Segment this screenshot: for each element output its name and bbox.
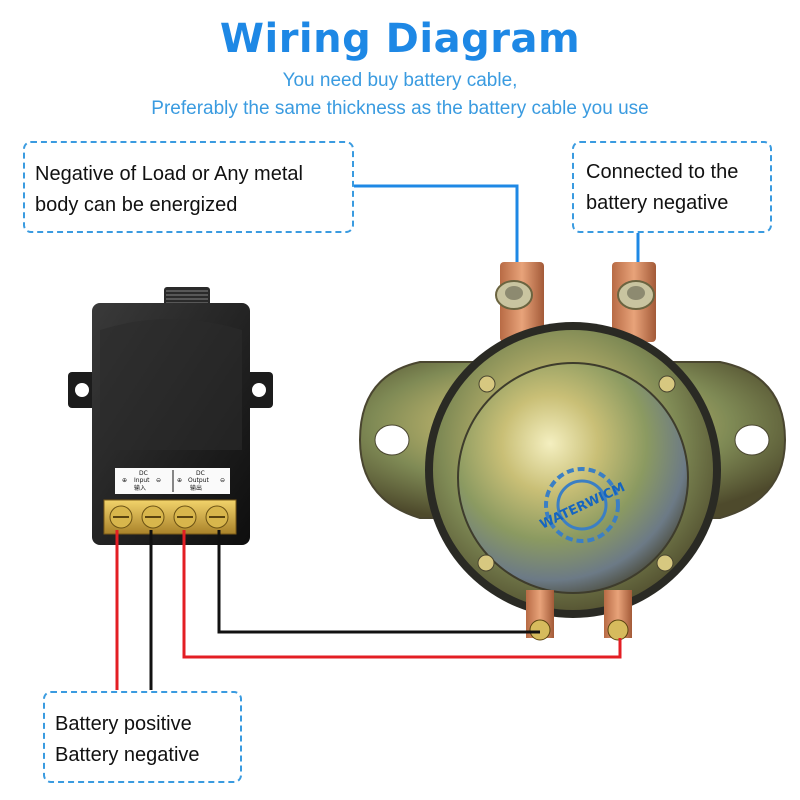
diagram-title: Wiring Diagram — [219, 16, 581, 62]
callout-load-negative-line1: Negative of Load or Any metal — [35, 163, 303, 185]
subtitle-line-2: Preferably the same thickness as the bat… — [151, 98, 649, 119]
label-dc-output: DC — [196, 470, 205, 477]
terminal-screws — [109, 505, 229, 529]
callout-battery-negative-line2: battery negative — [586, 192, 729, 214]
callout-load-negative: Negative of Load or Any metal body can b… — [23, 141, 354, 233]
label-output-cn: 输出 — [190, 484, 202, 492]
housing-screws — [477, 375, 676, 572]
callout-battery-negative-line1: Connected to the — [586, 161, 739, 183]
callout-load-negative-line2: body can be energized — [35, 194, 238, 216]
leader-line-load-negative — [354, 184, 519, 278]
callout-battery-negative: Battery negative — [55, 744, 200, 766]
battery-solenoid: WATERWICM — [358, 262, 787, 641]
bottom-terminal-left — [526, 590, 554, 641]
label-minus-1: ⊖ — [156, 477, 161, 484]
label-minus-2: ⊖ — [220, 477, 225, 484]
callout-battery-leads: Battery positive Battery negative — [43, 691, 242, 783]
callout-battery-negative-terminal: Connected to the battery negative — [572, 141, 772, 233]
wire-output-positive — [182, 530, 622, 659]
label-plus-1: ⊕ — [122, 477, 127, 484]
flange-hole-right — [734, 424, 770, 456]
label-output: Output — [188, 477, 209, 484]
bottom-terminal-right — [604, 590, 632, 641]
flange-hole-left — [374, 424, 410, 456]
wires — [115, 530, 622, 690]
top-terminal-right — [612, 262, 656, 342]
label-input: Input — [134, 477, 150, 484]
label-plus-2: ⊕ — [177, 477, 182, 484]
callout-battery-positive: Battery positive — [55, 713, 192, 735]
wire-output-negative — [217, 530, 540, 634]
remote-controller: ⊕ ⊖ DC Input 输入 ⊕ ⊖ DC Output 输出 — [68, 287, 273, 545]
label-input-cn: 输入 — [134, 484, 146, 492]
solenoid-dome — [457, 362, 689, 594]
top-terminal-left — [495, 262, 544, 342]
subtitle-line-1: You need buy battery cable, — [282, 70, 518, 91]
label-dc-input: DC — [139, 470, 148, 477]
